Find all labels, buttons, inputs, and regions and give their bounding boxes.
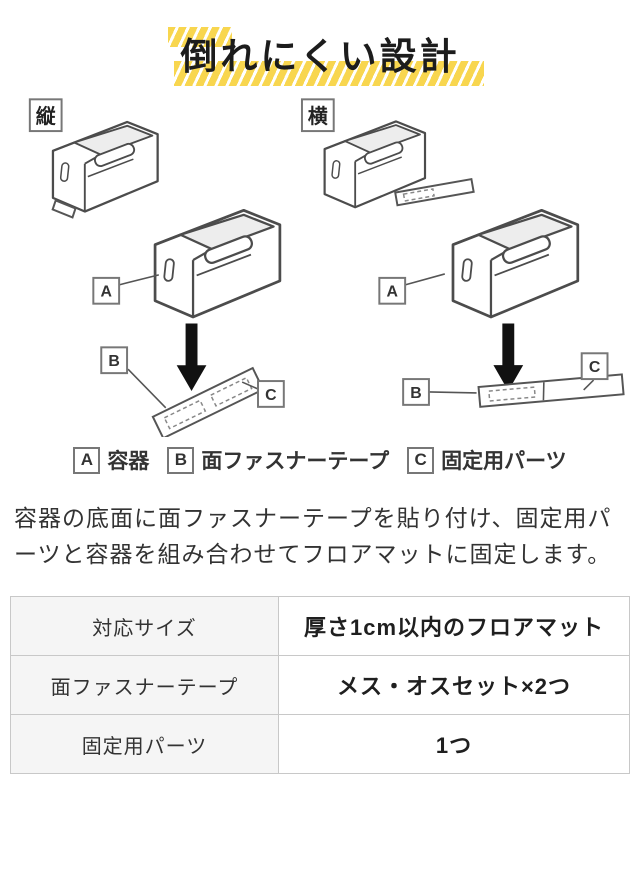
- orientation-label: 横: [308, 105, 328, 128]
- leader-line: [404, 273, 445, 286]
- table-value-fixing-part: 1つ: [278, 714, 630, 775]
- legend-key-b: B: [167, 446, 195, 474]
- legend-key-a: A: [73, 446, 101, 474]
- marker-letter-a: A: [386, 284, 398, 301]
- legend-label-tape: 面ファスナーテープ: [201, 450, 390, 473]
- container-illustration-large: [153, 208, 282, 319]
- legend-label-fixing-part: 固定用パーツ: [441, 450, 567, 473]
- legend-key-c: C: [407, 446, 435, 474]
- fixing-part-attached: [393, 177, 475, 207]
- diagram-horizontal-orientation: 横 A B: [300, 98, 625, 408]
- leader-line: [582, 379, 594, 391]
- table-value-size: 厚さ1cm以内のフロアマット: [278, 596, 630, 657]
- orientation-badge-horizontal: 横: [300, 98, 335, 133]
- marker-letter-a: A: [100, 284, 112, 301]
- marker-c: C: [241, 380, 285, 408]
- legend-item-tape: B 面ファスナーテープ: [167, 445, 389, 475]
- page-title: 倒れにくい設計: [180, 36, 460, 77]
- marker-letter-c: C: [265, 387, 277, 404]
- marker-a: A: [378, 273, 445, 305]
- legend-item-container: A 容器: [73, 445, 149, 475]
- marker-letter-c: C: [589, 359, 601, 376]
- table-row-size: 対応サイズ 厚さ1cm以内のフロアマット: [10, 596, 630, 657]
- fastener-tape-strip: [477, 373, 625, 408]
- marker-c: C: [580, 352, 609, 391]
- container-illustration-small: [51, 120, 159, 213]
- spec-table: 対応サイズ 厚さ1cm以内のフロアマット 面ファスナーテープ メス・オスセット×…: [10, 596, 630, 775]
- marker-letter-b: B: [410, 385, 421, 402]
- marker-box: [257, 380, 285, 408]
- arrow-down-icon: [493, 323, 523, 391]
- table-row-tape: 面ファスナーテープ メス・オスセット×2つ: [10, 655, 630, 716]
- legend-item-fixing-part: C 固定用パーツ: [407, 445, 567, 475]
- marker-box: [401, 378, 430, 406]
- container-illustration-large: [451, 208, 579, 319]
- fixing-part: [151, 366, 265, 437]
- marker-b: B: [401, 378, 477, 406]
- badge-box: [28, 98, 63, 133]
- description-text: 容器の底面に面ファスナーテープを貼り付け、固定用パーツと容器を組み合わせてフロア…: [14, 505, 612, 567]
- arrow-down-icon: [176, 323, 207, 391]
- table-value-tape: メス・オスセット×2つ: [278, 655, 630, 716]
- leader-line: [241, 381, 259, 390]
- tape-piece: [487, 386, 536, 402]
- marker-b: B: [100, 346, 167, 409]
- table-header-tape: 面ファスナーテープ: [10, 655, 279, 716]
- badge-box: [300, 98, 335, 133]
- yellow-stripe-highlight: [174, 61, 484, 86]
- parts-legend: A 容器 B 面ファスナーテープ C 固定用パーツ: [0, 445, 640, 475]
- strip-divider: [542, 382, 545, 401]
- diagram-vertical-orientation: 縦 A B: [28, 98, 285, 437]
- tape-piece: [402, 188, 435, 202]
- leader-line: [428, 391, 477, 394]
- marker-box: [100, 346, 129, 375]
- marker-a: A: [92, 274, 159, 305]
- orientation-badge-vertical: 縦: [28, 98, 63, 133]
- legend-label-container: 容器: [107, 450, 150, 473]
- marker-box: [378, 276, 406, 305]
- yellow-stripe-highlight: [168, 27, 233, 47]
- marker-letter-b: B: [108, 353, 119, 370]
- leader-line: [127, 368, 167, 409]
- orientation-label: 縦: [36, 105, 56, 128]
- table-row-fixing-part: 固定用パーツ 1つ: [10, 714, 630, 775]
- leader-line: [118, 274, 159, 286]
- table-header-size: 対応サイズ: [10, 596, 279, 657]
- marker-box: [580, 352, 609, 381]
- fixing-part-under-bin: [51, 199, 77, 219]
- table-header-fixing-part: 固定用パーツ: [10, 714, 279, 775]
- fastener-tape-strip: [151, 366, 265, 437]
- fixing-part: [477, 373, 625, 408]
- marker-box: [92, 276, 121, 305]
- page-title-block: 倒れにくい設計: [168, 26, 484, 86]
- diagram-row: 縦 A B: [0, 80, 640, 437]
